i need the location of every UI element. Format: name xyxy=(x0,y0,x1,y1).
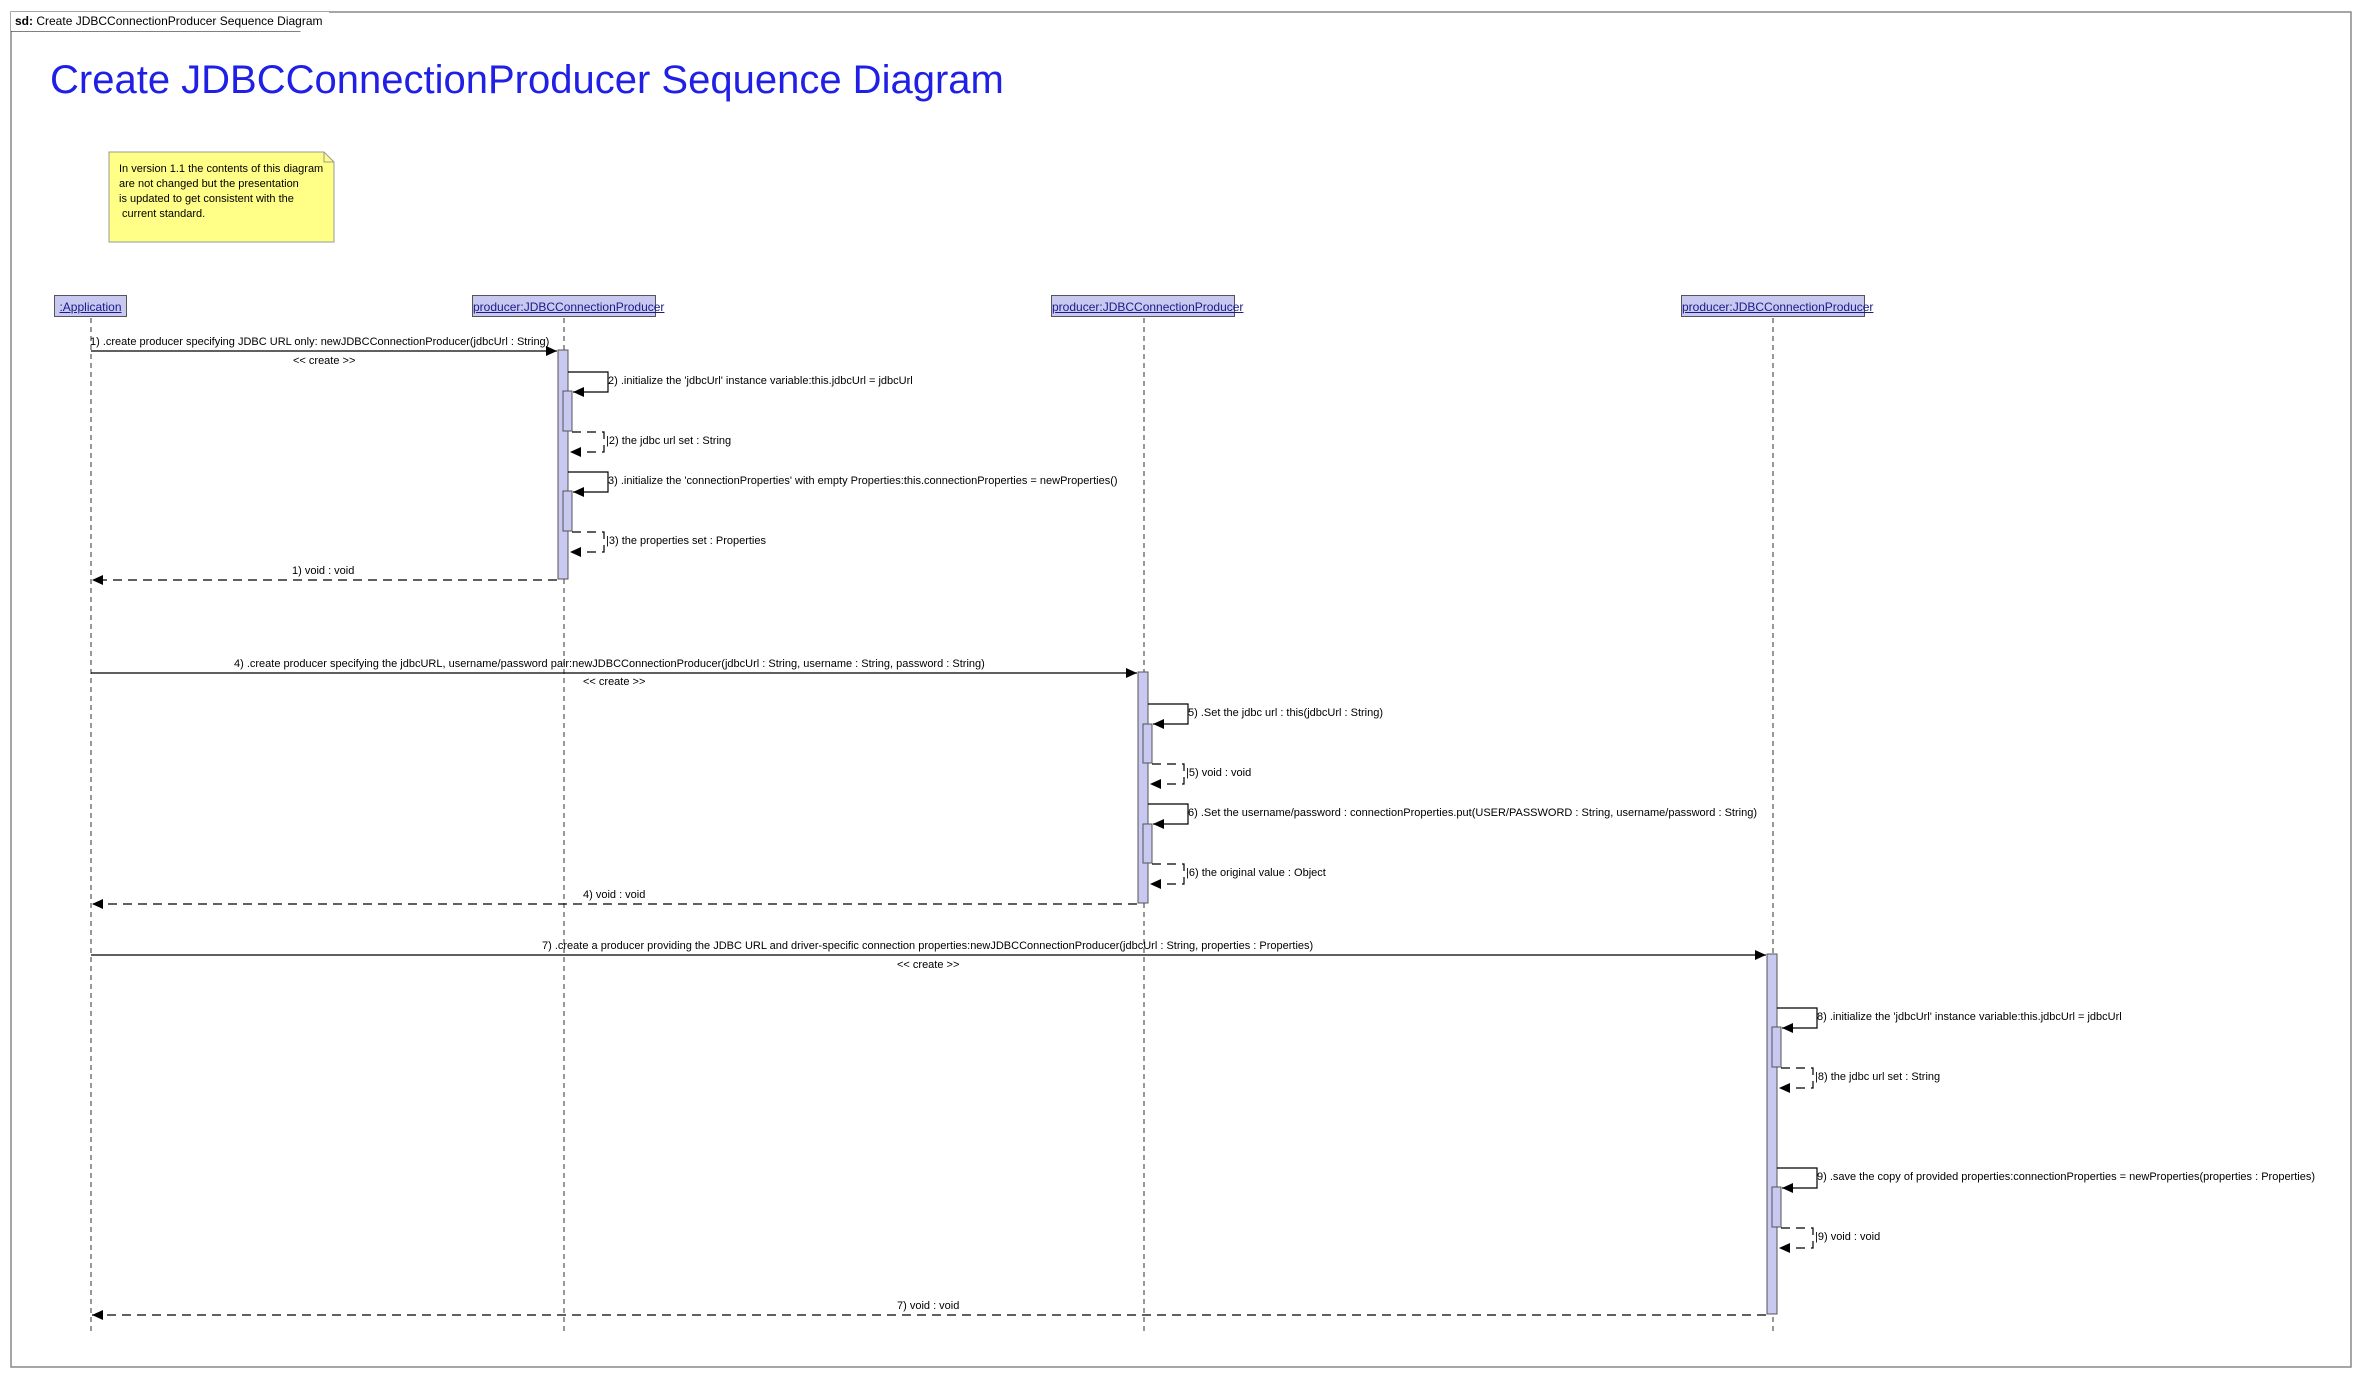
frame-label: Create JDBCConnectionProducer Sequence D… xyxy=(36,14,323,28)
self-call-arrow xyxy=(1148,803,1189,829)
self-call-arrow xyxy=(568,371,609,397)
message-label: 7) .create a producer providing the JDBC… xyxy=(542,940,1314,952)
return-label: |8) the jdbc url set : String xyxy=(1815,1071,1941,1083)
return-arrow xyxy=(1150,763,1185,789)
lifeline-header-producer-1[interactable]: producer:JDBCConnectionProducer xyxy=(472,295,664,317)
activation-bar xyxy=(1137,671,1149,904)
message-label: 8) .initialize the 'jdbcUrl' instance va… xyxy=(1817,1011,2122,1023)
return-label: |3) the properties set : Properties xyxy=(606,535,766,547)
activation-bar xyxy=(1766,953,1778,1315)
activation-bar xyxy=(557,349,569,580)
note-shape xyxy=(108,151,335,243)
message-label: 2) .initialize the 'jdbcUrl' instance va… xyxy=(608,375,913,387)
self-call-arrow xyxy=(1148,703,1189,729)
return-arrow xyxy=(570,431,605,457)
activation-bar xyxy=(1142,723,1153,764)
lifeline-header-producer-3[interactable]: producer:JDBCConnectionProducer xyxy=(1681,295,1873,317)
return-label: |5) void : void xyxy=(1186,767,1252,779)
note-fold xyxy=(323,152,334,163)
return-arrow xyxy=(1779,1067,1814,1093)
diagram-frame xyxy=(10,11,2352,1368)
frame-kind: sd: xyxy=(15,14,33,28)
lifeline-header-application[interactable]: :Application xyxy=(54,295,127,317)
note-text: In version 1.1 the contents of this diag… xyxy=(119,163,324,220)
message-label: 4) .create producer specifying the jdbcU… xyxy=(234,658,985,670)
frame-tab: sd: Create JDBCConnectionProducer Sequen… xyxy=(11,12,329,31)
return-arrow xyxy=(1150,863,1185,889)
activation-bar xyxy=(1142,823,1153,864)
create-stereotype-label: << create >> xyxy=(293,355,356,367)
activation-bar xyxy=(562,490,573,532)
activation-bar xyxy=(1771,1026,1782,1068)
self-call-arrow xyxy=(568,471,609,497)
activation-bar xyxy=(562,390,573,432)
return-label: |6) the original value : Object xyxy=(1186,867,1326,879)
self-call-arrow xyxy=(1777,1007,1818,1033)
return-arrow xyxy=(1779,1227,1814,1253)
create-stereotype-label: << create >> xyxy=(897,959,960,971)
diagram-title: Create JDBCConnectionProducer Sequence D… xyxy=(50,58,1004,102)
lifeline-header-producer-2[interactable]: producer:JDBCConnectionProducer xyxy=(1051,295,1243,317)
return-label: 4) void : void xyxy=(583,889,646,901)
return-arrow xyxy=(570,531,605,557)
create-stereotype-label: << create >> xyxy=(583,676,646,688)
activation-bar xyxy=(1771,1186,1782,1228)
message-label: 6) .Set the username/password : connecti… xyxy=(1188,807,1757,819)
message-label: 1) .create producer specifying JDBC URL … xyxy=(90,336,550,348)
message-label: 9) .save the copy of provided properties… xyxy=(1817,1171,2316,1183)
return-label: 1) void : void xyxy=(292,565,355,577)
return-label: |9) void : void xyxy=(1815,1231,1881,1243)
message-label: 3) .initialize the 'connectionProperties… xyxy=(608,475,1118,487)
self-call-arrow xyxy=(1777,1167,1818,1193)
return-label: 7) void : void xyxy=(897,1300,960,1312)
return-label: |2) the jdbc url set : String xyxy=(606,435,732,447)
message-label: 5) .Set the jdbc url : this(jdbcUrl : St… xyxy=(1188,707,1384,719)
